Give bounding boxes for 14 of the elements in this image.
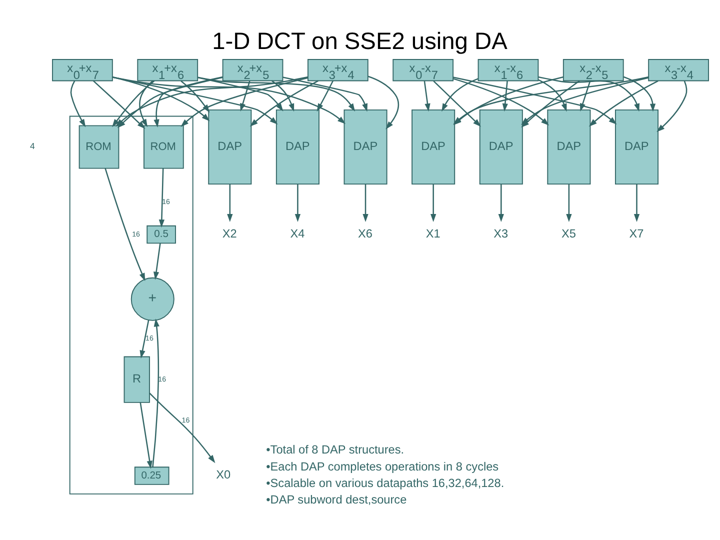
label: •Scalable on various datapaths 16,32,64,128. (266, 476, 504, 490)
node-text: X5 (561, 226, 576, 240)
label: 4 (30, 141, 35, 152)
node-text: X7 (629, 226, 644, 240)
node-text: X0 (216, 468, 231, 482)
node-text: X3 (494, 226, 508, 240)
label: •Each DAP completes operations in 8 cycles (266, 459, 499, 474)
node-text: X2 (222, 226, 237, 240)
node-text: X6 (358, 226, 372, 240)
node-text: X4 (290, 226, 305, 240)
diagram-title: 1-D DCT on SSE2 using DA (212, 29, 508, 56)
label: •Total of 8 DAP structures. (266, 442, 404, 457)
node-text: X1 (426, 226, 440, 240)
label: •DAP subword dest,source (266, 492, 407, 506)
